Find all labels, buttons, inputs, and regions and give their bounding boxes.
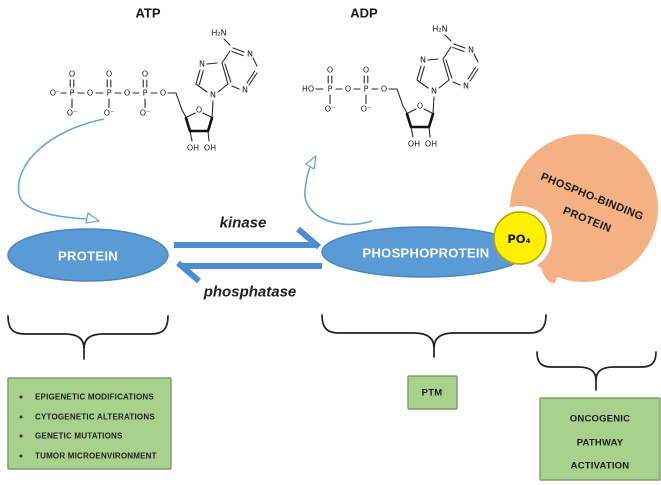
phosphatase-label: phosphatase [203, 284, 297, 301]
atp-nucleoside-atoms: O OH OH N N N N H₂N [187, 29, 253, 153]
protein-label: PROTEIN [58, 249, 118, 264]
atom-label: H₂N [211, 29, 226, 38]
phosphoprotein-brace [321, 314, 547, 358]
adp-chain-atoms: HO P O P O O O O⁻ O⁻ [302, 66, 387, 114]
bullet-icon [19, 395, 23, 399]
atom-label: P [107, 89, 112, 98]
atom-label: OH [204, 144, 216, 153]
atom-label: O [124, 89, 130, 98]
oncogenic-box: ONCOGENIC PATHWAY ACTIVATION [539, 397, 661, 481]
arrowhead-icon [305, 155, 317, 170]
oncogenic-brace [536, 351, 657, 391]
atom-label: P [364, 85, 369, 94]
kinase-label: kinase [220, 215, 267, 232]
phosphoprotein-label: PHOSPHOPROTEIN [363, 246, 490, 261]
atom-label: H₂N [432, 25, 447, 34]
list-item: TUMOR MICROENVIRONMENT [35, 452, 157, 461]
phosphatase-arrowhead [176, 260, 201, 284]
oncogenic-line: ACTIVATION [571, 461, 630, 472]
atom-label: N [463, 82, 469, 91]
atom-label: P [328, 85, 333, 94]
atom-label: O⁻ [104, 109, 115, 118]
protein-ellipse: PROTEIN [7, 228, 169, 282]
po4-label: PO₄ [507, 232, 530, 246]
atom-label: O [142, 70, 148, 79]
atom-label: N [199, 60, 205, 69]
atom-label: O⁻ [140, 109, 151, 118]
atom-label: O [381, 85, 387, 94]
po4-group: PO₄ [493, 211, 547, 265]
atom-label: N [242, 86, 248, 95]
oncogenic-line: PATHWAY [577, 438, 624, 449]
bullet-icon [19, 454, 23, 458]
atom-label: O⁻ [67, 109, 78, 118]
genetic-alterations-box: EPIGENETIC MODIFICATIONS CYTOGENETIC ALT… [7, 377, 172, 470]
atom-label: N [420, 56, 426, 65]
protein-brace [7, 315, 169, 360]
atom-label: N [431, 87, 437, 96]
orange-tail [541, 259, 561, 284]
equilibrium-arrows [174, 226, 322, 284]
adp-nucleoside-atoms: O OH OH N N N N H₂N [408, 25, 474, 149]
oncogenic-line: ONCOGENIC [570, 414, 630, 425]
atom-label: O⁻ [50, 89, 61, 98]
kinase-arrowhead [296, 226, 321, 250]
atom-label: N [210, 91, 216, 100]
phosphoprotein-ellipse: PHOSPHOPROTEIN [321, 226, 527, 278]
atom-label: O [327, 66, 333, 75]
bullet-icon [19, 415, 23, 419]
po4-circle [493, 211, 547, 265]
adp-phosphate-bonds [315, 75, 408, 114]
atom-label: O [196, 106, 202, 115]
atom-label: OH [425, 140, 437, 149]
atp-phosphate-bonds [60, 79, 187, 118]
atom-label: O [363, 66, 369, 75]
list-item: GENETIC MUTATIONS [35, 432, 123, 441]
ptm-box: PTM [407, 375, 458, 410]
atom-label: O [345, 85, 351, 94]
atom-label: O [106, 70, 112, 79]
atom-label: O⁻ [325, 105, 336, 114]
atom-label: OH [408, 140, 420, 149]
atom-label: O [69, 70, 75, 79]
atom-label: O [417, 102, 423, 111]
adp-title: ADP [350, 6, 378, 21]
bullet-icon [19, 434, 23, 438]
atom-label: OH [187, 144, 199, 153]
arrowhead-icon [85, 212, 100, 224]
atp-chain-atoms: O⁻ P O P O P O O O O O⁻ O⁻ O⁻ [50, 70, 166, 118]
atom-label: HO [302, 85, 314, 94]
atom-label: P [70, 89, 75, 98]
adp-structure: HO P O P O O O O⁻ O⁻ O OH OH N N N N H₂N [302, 25, 480, 149]
atom-label: P [143, 89, 148, 98]
phosphoprotein-to-adp-curved-arrow [304, 155, 373, 226]
atom-label: O [87, 89, 93, 98]
atp-title: ATP [135, 6, 160, 21]
list-item: CYTOGENETIC ALTERATIONS [35, 413, 155, 422]
atom-label: O [160, 89, 166, 98]
ptm-label: PTM [422, 388, 443, 399]
list-item: EPIGENETIC MODIFICATIONS [35, 393, 154, 402]
atom-label: N [468, 46, 474, 55]
atp-to-protein-curved-arrow [17, 118, 105, 224]
atom-label: N [247, 50, 253, 59]
atp-structure: O⁻ P O P O P O O O O O⁻ O⁻ O⁻ O OH OH N N N N H₂N [50, 29, 259, 153]
atom-label: O⁻ [361, 105, 372, 114]
